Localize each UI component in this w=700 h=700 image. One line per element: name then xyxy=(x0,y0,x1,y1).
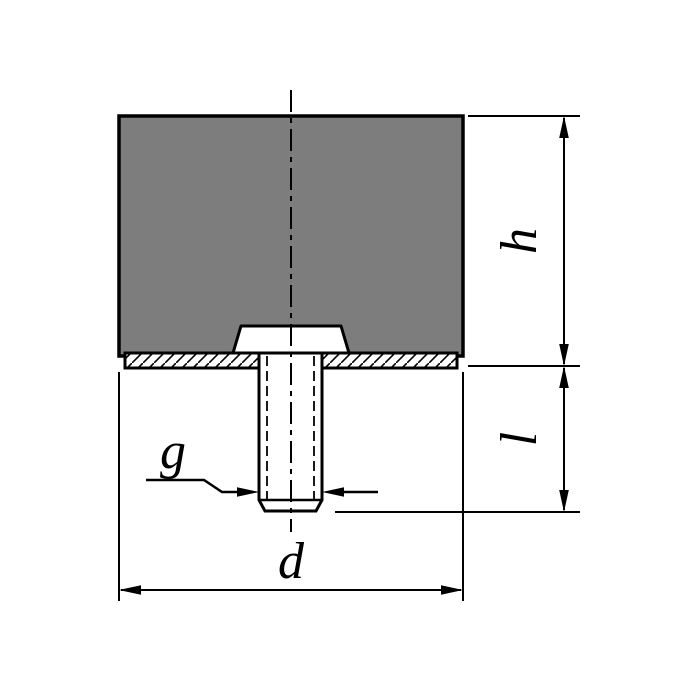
label-d: d xyxy=(278,533,305,590)
label-l: l xyxy=(491,432,548,446)
arrowhead-d-right xyxy=(441,585,463,595)
leader-line-g xyxy=(146,478,240,494)
arrowhead-l-bottom xyxy=(559,490,569,512)
label-g: g xyxy=(160,423,186,480)
arrowhead-l-top xyxy=(559,366,569,388)
dimension-h: h xyxy=(468,115,580,367)
dimension-d: d xyxy=(118,372,464,601)
arrowhead-h-bottom xyxy=(559,344,569,366)
arrowhead-g-right xyxy=(322,487,344,497)
arrowhead-d-left xyxy=(119,585,141,595)
dimension-l: l xyxy=(335,366,580,513)
arrowhead-h-top xyxy=(559,116,569,138)
label-h: h xyxy=(491,228,548,254)
arrowhead-g-left xyxy=(237,487,259,497)
dimension-g: g xyxy=(146,423,378,497)
